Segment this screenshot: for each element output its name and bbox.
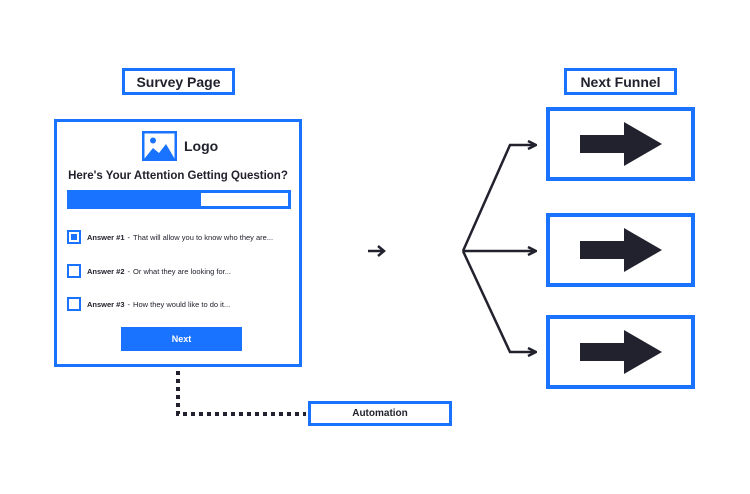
branch-connector (461, 145, 536, 352)
logo-text: Logo (184, 138, 219, 154)
logo: Logo (142, 131, 218, 161)
answer-2-checkbox[interactable] (67, 264, 81, 278)
answer-2-text: Or what they are looking for... (133, 266, 231, 276)
answer-3-title: Answer #3 (87, 299, 125, 309)
funnel-step-2 (546, 213, 695, 287)
answer-option-1[interactable]: Answer #1 - That will allow you to know … (67, 230, 273, 244)
next-button[interactable]: Next (121, 327, 242, 351)
funnel-step-1 (546, 107, 695, 181)
right-arrow-icon (579, 330, 662, 374)
automation-connector (176, 371, 306, 416)
answer-option-2[interactable]: Answer #2 - Or what they are looking for… (67, 264, 231, 278)
funnel-step-3 (546, 315, 695, 389)
automation-label: Automation (308, 401, 452, 426)
answer-1-title: Answer #1 (87, 232, 125, 242)
answer-3-text: How they would like to do it... (133, 299, 231, 309)
right-arrow-icon (579, 122, 662, 166)
answer-2-title: Answer #2 (87, 266, 125, 276)
survey-page-label: Survey Page (122, 68, 235, 95)
next-funnel-label: Next Funnel (564, 68, 677, 95)
answer-1-text: That will allow you to know who they are… (133, 232, 274, 242)
answer-1-checkbox[interactable] (67, 230, 81, 244)
right-arrow-icon (579, 228, 662, 272)
survey-question: Here's Your Attention Getting Question? (68, 170, 288, 182)
flow-arrow-icon (368, 245, 386, 257)
image-placeholder-icon (142, 131, 177, 161)
answer-3-checkbox[interactable] (67, 297, 81, 311)
survey-page-mockup: Logo Here's Your Attention Getting Quest… (54, 119, 302, 367)
progress-fill (70, 193, 201, 206)
check-mark-icon (71, 234, 77, 240)
answer-option-3[interactable]: Answer #3 - How they would like to do it… (67, 297, 230, 311)
progress-bar (67, 190, 291, 209)
